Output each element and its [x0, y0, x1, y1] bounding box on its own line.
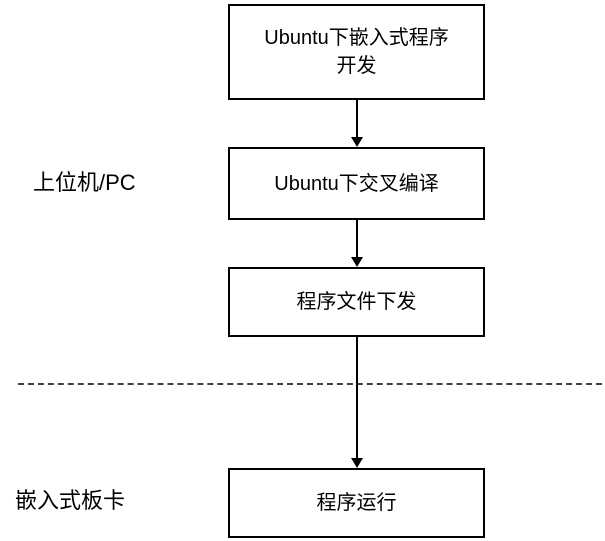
- arrow-shaft: [356, 220, 358, 257]
- arrow-head-down-icon: [351, 458, 363, 468]
- node-label-line: 程序文件下发: [296, 291, 417, 313]
- flowchart-node-ubuntu-embedded-dev: Ubuntu下嵌入式程序 开发: [228, 4, 485, 100]
- flowchart-node-program-run: 程序运行: [228, 468, 485, 538]
- arrow-head-down-icon: [351, 257, 363, 267]
- node-label-line: 程序运行: [316, 492, 397, 514]
- connector-arrow-cross-to-download: [351, 220, 363, 267]
- arrow-shaft: [356, 337, 358, 458]
- section-label-host-pc: 上位机/PC: [33, 170, 136, 195]
- arrow-shaft: [356, 100, 358, 137]
- flowchart-node-ubuntu-cross-compile: Ubuntu下交叉编译: [228, 147, 485, 220]
- connector-arrow-download-to-run: [351, 337, 363, 468]
- node-label-line: Ubuntu下交叉编译: [274, 172, 439, 195]
- section-label-embedded-board: 嵌入式板卡: [15, 488, 126, 513]
- node-label-line: 开发: [336, 55, 377, 77]
- flowchart-node-program-file-download: 程序文件下发: [228, 267, 485, 337]
- connector-arrow-dev-to-cross: [351, 100, 363, 147]
- arrow-head-down-icon: [351, 137, 363, 147]
- section-divider-dashed-line: [18, 383, 602, 385]
- node-label-line: Ubuntu下嵌入式程序: [264, 27, 449, 49]
